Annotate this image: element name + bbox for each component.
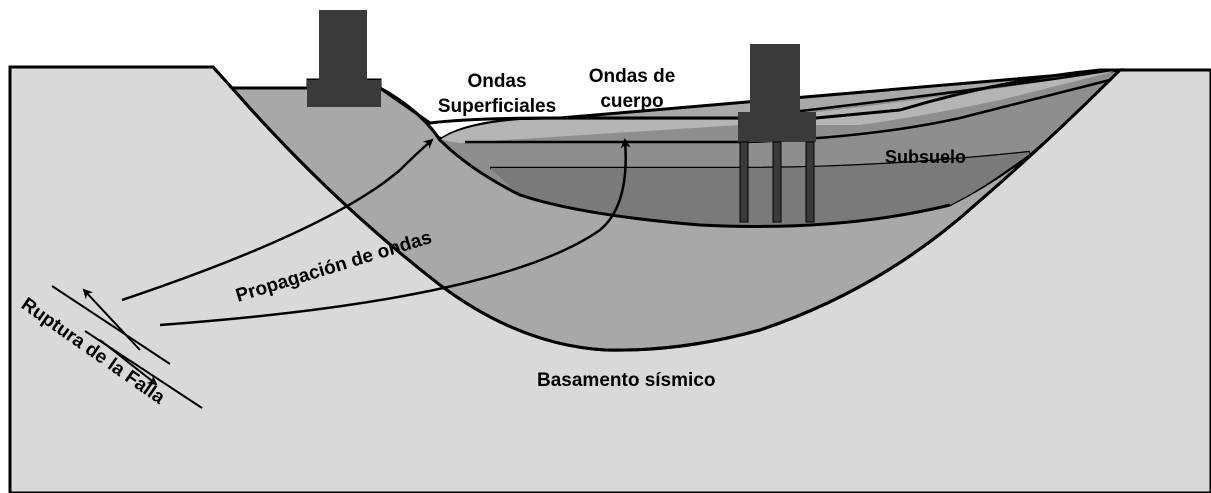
pile-2 (772, 141, 782, 223)
fault (51, 285, 203, 409)
basin-boundary (230, 68, 1122, 352)
building-right-tower (750, 44, 800, 114)
label-seismic-basement: Basamento sísmico (537, 370, 715, 391)
label-surface-waves-line2: Superficiales (438, 96, 556, 117)
fault-arrow-down (99, 339, 158, 386)
label-body-waves-line2: cuerpo (600, 91, 663, 112)
fault-line-upper (51, 285, 171, 365)
wave-path-surface (121, 138, 434, 302)
ground-surface (10, 65, 1211, 125)
building-left (307, 10, 381, 107)
fault-arrow-up (82, 288, 141, 351)
label-subsoil: Subsuelo (885, 147, 966, 167)
inner-basin-boundary (379, 86, 951, 228)
building-left-foundation (307, 80, 381, 107)
pile-3 (805, 141, 815, 223)
building-right-foundation (738, 112, 816, 142)
label-body-waves-line1: Ondas de (589, 66, 676, 87)
surface-layer (440, 70, 1120, 143)
wave-path-body (159, 138, 631, 327)
pile-1 (739, 141, 749, 223)
label-surface-waves-line1: Ondas (467, 71, 526, 92)
building-right (738, 44, 816, 223)
building-left-tower (319, 10, 367, 82)
